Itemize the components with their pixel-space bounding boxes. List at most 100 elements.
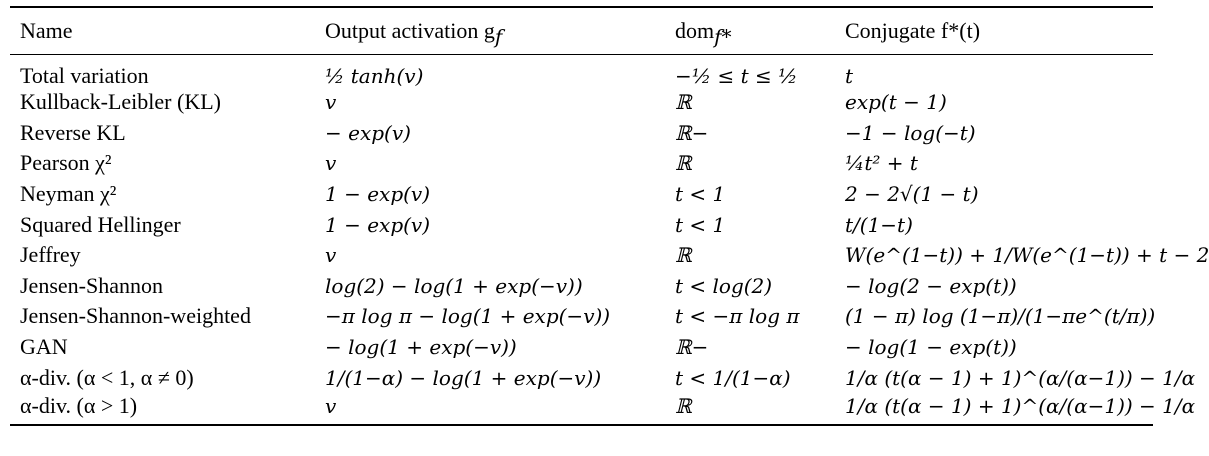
header-activation: Output activation gf bbox=[325, 18, 503, 49]
divergence-name: α-div. (α < 1, α ≠ 0) bbox=[20, 364, 194, 390]
conjugate-function-cell: exp(t − 1) bbox=[835, 87, 1153, 118]
divergence-name: Neyman χ² bbox=[20, 181, 117, 207]
conjugate-function-cell: ¼t² + t bbox=[835, 148, 1153, 179]
output-activation: 1 − exp(v) bbox=[325, 182, 431, 207]
conjugate-domain-cell: t < log(2) bbox=[665, 271, 835, 302]
output-activation-cell: v bbox=[315, 240, 665, 271]
conjugate-domain: −½ ≤ t ≤ ½ bbox=[675, 64, 798, 88]
divergence-name-cell: GAN bbox=[10, 332, 315, 363]
output-activation: − exp(v) bbox=[325, 120, 411, 145]
conjugate-function: (1 − π) log (1−π)/(1−πe^(t/π)) bbox=[845, 304, 1156, 329]
divergence-name: Kullback-Leibler (KL) bbox=[20, 89, 221, 115]
output-activation-cell: v bbox=[315, 393, 665, 424]
output-activation: v bbox=[325, 151, 337, 176]
divergence-name-cell: Kullback-Leibler (KL) bbox=[10, 87, 315, 118]
conjugate-domain-cell: ℝ− bbox=[665, 332, 835, 363]
conjugate-domain: t < 1/(1−α) bbox=[675, 365, 791, 390]
divergence-name: α-div. (α > 1) bbox=[20, 393, 138, 419]
header-rule bbox=[10, 54, 1153, 55]
table-row: Jeffrey v ℝ W(e^(1−t)) + 1/W(e^(1−t)) + t −… bbox=[10, 240, 1209, 271]
conjugate-function-cell: W(e^(1−t)) + 1/W(e^(1−t)) + t − 2 bbox=[835, 240, 1209, 271]
conjugate-function-cell: t/(1−t) bbox=[835, 209, 1153, 240]
output-activation: 1/(1−α) − log(1 + exp(−v)) bbox=[325, 365, 602, 390]
divergence-name-cell: Jeffrey bbox=[10, 240, 315, 271]
conjugate-function-cell: −1 − log(−t) bbox=[835, 118, 1153, 149]
conjugate-function-cell: − log(1 − exp(t)) bbox=[835, 332, 1153, 363]
output-activation-cell: v bbox=[315, 148, 665, 179]
conjugate-function-cell: 1/α (t(α − 1) + 1)^(α/(α−1)) − 1/α bbox=[835, 362, 1195, 393]
conjugate-domain-cell: ℝ bbox=[665, 393, 835, 424]
output-activation: v bbox=[325, 394, 337, 419]
divergence-name: Jensen-Shannon bbox=[20, 272, 163, 298]
output-activation: 1 − exp(v) bbox=[325, 212, 431, 237]
f-divergence-table-figure: Name Output activation gf domf* Conjugat… bbox=[10, 6, 1209, 426]
table-row: Total variation ½ tanh(v) −½ ≤ t ≤ ½ t bbox=[10, 55, 1153, 87]
output-activation: −π log π − log(1 + exp(−v)) bbox=[325, 304, 611, 329]
divergence-name: Jeffrey bbox=[20, 242, 81, 268]
divergence-name-cell: Pearson χ² bbox=[10, 148, 315, 179]
divergence-name-cell: Squared Hellinger bbox=[10, 209, 315, 240]
table-row: α-div. (α > 1) v ℝ 1/α (t(α − 1) + 1)^(α/(α… bbox=[10, 393, 1195, 424]
table-row: Reverse KL − exp(v) ℝ− −1 − log(−t) bbox=[10, 118, 1153, 149]
conjugate-domain: t < 1 bbox=[675, 182, 726, 207]
conjugate-domain: ℝ bbox=[675, 90, 692, 115]
conjugate-domain-cell: t < 1/(1−α) bbox=[665, 362, 835, 393]
conjugate-domain-cell: ℝ bbox=[665, 87, 835, 118]
output-activation-cell: − log(1 + exp(−v)) bbox=[315, 332, 665, 363]
output-activation: v bbox=[325, 243, 337, 268]
conjugate-function: 1/α (t(α − 1) + 1)^(α/(α−1)) − 1/α bbox=[845, 394, 1196, 419]
output-activation-cell: ½ tanh(v) bbox=[315, 55, 665, 87]
conjugate-domain: ℝ bbox=[675, 151, 692, 176]
divergence-name-cell: α-div. (α > 1) bbox=[10, 393, 315, 424]
divergence-name-cell: Jensen-Shannon-weighted bbox=[10, 301, 315, 332]
output-activation: ½ tanh(v) bbox=[325, 64, 424, 88]
conjugate-domain-cell: t < 1 bbox=[665, 179, 835, 210]
output-activation-cell: −π log π − log(1 + exp(−v)) bbox=[315, 301, 665, 332]
table-row: GAN − log(1 + exp(−v)) ℝ− − log(1 − exp(t)) bbox=[10, 332, 1153, 363]
table-row: Jensen-Shannon-weighted −π log π − log(1 … bbox=[10, 301, 1156, 332]
conjugate-domain-cell: ℝ bbox=[665, 240, 835, 271]
conjugate-domain: t < log(2) bbox=[675, 273, 773, 298]
output-activation-cell: log(2) − log(1 + exp(−v)) bbox=[315, 271, 665, 302]
conjugate-function: exp(t − 1) bbox=[845, 90, 947, 115]
output-activation: v bbox=[325, 90, 337, 115]
conjugate-domain-cell: −½ ≤ t ≤ ½ bbox=[665, 55, 835, 87]
conjugate-function-cell: − log(2 − exp(t)) bbox=[835, 271, 1153, 302]
divergence-name: Pearson χ² bbox=[20, 150, 112, 176]
output-activation: − log(1 + exp(−v)) bbox=[325, 335, 517, 360]
divergence-name: Total variation bbox=[20, 63, 149, 88]
conjugate-domain: t < 1 bbox=[675, 212, 726, 237]
header-activation-label: Output activation g bbox=[325, 18, 495, 43]
divergence-name: Squared Hellinger bbox=[20, 211, 181, 237]
divergence-name-cell: Reverse KL bbox=[10, 118, 315, 149]
table-row: Jensen-Shannon log(2) − log(1 + exp(−v)) t… bbox=[10, 271, 1153, 302]
conjugate-function: − log(2 − exp(t)) bbox=[845, 273, 1017, 298]
conjugate-function: −1 − log(−t) bbox=[845, 120, 976, 145]
conjugate-function: 2 − 2√(1 − t) bbox=[845, 182, 979, 207]
top-rule bbox=[10, 6, 1153, 8]
f-divergence-table: Name Output activation gf domf* Conjugat… bbox=[10, 8, 1153, 54]
conjugate-domain: ℝ− bbox=[675, 335, 709, 360]
divergence-name: GAN bbox=[20, 334, 68, 360]
conjugate-function-cell: t bbox=[835, 55, 1153, 87]
conjugate-function: 1/α (t(α − 1) + 1)^(α/(α−1)) − 1/α bbox=[845, 365, 1196, 390]
conjugate-function: ¼t² + t bbox=[845, 151, 918, 176]
conjugate-domain: ℝ− bbox=[675, 120, 709, 145]
output-activation-cell: 1 − exp(v) bbox=[315, 209, 665, 240]
conjugate-domain-cell: ℝ− bbox=[665, 118, 835, 149]
table-row: α-div. (α < 1, α ≠ 0) 1/(1−α) − log(1 + e… bbox=[10, 362, 1195, 393]
conjugate-function: − log(1 − exp(t)) bbox=[845, 335, 1017, 360]
conjugate-domain: t < −π log π bbox=[675, 304, 800, 329]
divergence-name-cell: Neyman χ² bbox=[10, 179, 315, 210]
output-activation-cell: v bbox=[315, 87, 665, 118]
output-activation-cell: 1/(1−α) − log(1 + exp(−v)) bbox=[315, 362, 665, 393]
conjugate-function: W(e^(1−t)) + 1/W(e^(1−t)) + t − 2 bbox=[845, 243, 1209, 268]
conjugate-domain-cell: t < −π log π bbox=[665, 301, 835, 332]
conjugate-function-cell: (1 − π) log (1−π)/(1−πe^(t/π)) bbox=[835, 301, 1156, 332]
conjugate-domain-cell: t < 1 bbox=[665, 209, 835, 240]
table-row: Pearson χ² v ℝ ¼t² + t bbox=[10, 148, 1153, 179]
divergence-name-cell: Total variation bbox=[10, 55, 315, 87]
divergence-name: Reverse KL bbox=[20, 119, 126, 145]
conjugate-domain: ℝ bbox=[675, 394, 692, 419]
